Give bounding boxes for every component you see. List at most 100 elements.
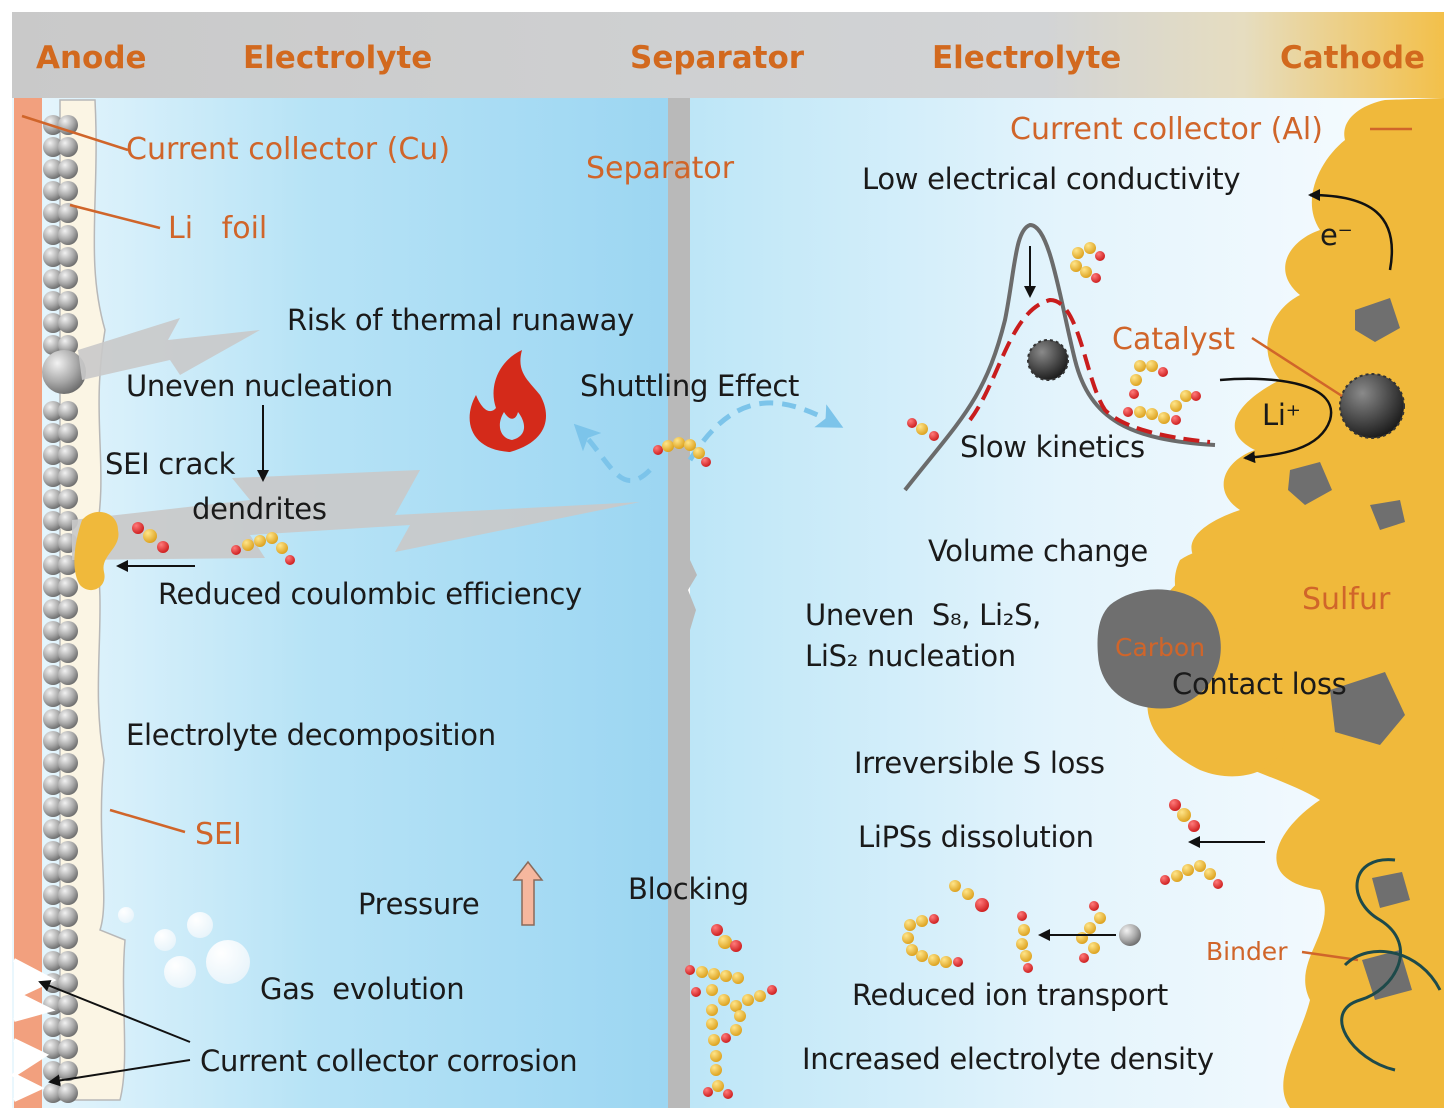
leader-line — [1301, 950, 1359, 962]
polysulfide-molecule — [132, 522, 169, 553]
header-electrolyte-left: Electrolyte — [243, 40, 432, 76]
lithium-particle — [43, 137, 63, 157]
shuttle-arrow — [573, 423, 652, 484]
label-reduced-coulombic-efficiency: Reduced coulombic efficiency — [158, 577, 582, 611]
lithium-particle — [43, 665, 63, 685]
leader-line — [109, 808, 186, 834]
lithium-particle — [58, 577, 78, 597]
carbon-particle — [1097, 589, 1221, 709]
label-shuttling-effect: Shuttling Effect — [580, 369, 799, 403]
lithium-particle — [58, 401, 78, 421]
label-uneven-s8-line2: LiS₂ nucleation — [805, 639, 1016, 673]
leader-line — [69, 203, 161, 230]
lithium-particle — [58, 489, 78, 509]
lithium-particle — [58, 291, 78, 311]
lithium-particle — [43, 797, 63, 817]
lithium-particle — [43, 181, 63, 201]
carbon-particle — [1288, 462, 1332, 505]
catalyzed-barrier-curve — [968, 297, 1211, 444]
energy-barrier-curve — [903, 222, 1216, 492]
flame-icon — [469, 350, 547, 452]
lithium-particle — [43, 533, 63, 553]
label-electrolyte-decomposition: Electrolyte decomposition — [126, 718, 496, 752]
lithium-particle — [58, 1017, 78, 1037]
lithium-particle — [58, 247, 78, 267]
polysulfide-molecule — [1016, 911, 1033, 973]
lithium-particle — [58, 995, 78, 1015]
polysulfide-molecule — [1076, 901, 1106, 963]
lithium-particle — [58, 885, 78, 905]
lithium-ion-loop-arrow — [1219, 377, 1333, 464]
lithium-particle — [58, 203, 78, 223]
label-gas-evolution: Gas evolution — [260, 972, 464, 1006]
lithium-particle — [43, 445, 63, 465]
lithium-particle — [58, 951, 78, 971]
lithium-particle — [43, 225, 63, 245]
label-sei: SEI — [195, 817, 242, 852]
lithium-particle — [43, 929, 63, 949]
lithium-particle — [58, 775, 78, 795]
label-sei-crack: SEI crack — [105, 447, 236, 481]
lithium-particle — [58, 1039, 78, 1059]
label-separator: Separator — [586, 151, 735, 186]
lithium-particle — [43, 577, 63, 597]
polysulfide-molecule — [1123, 360, 1201, 425]
lithium-particle — [43, 1017, 63, 1037]
polysulfide-molecule — [902, 880, 989, 968]
lithium-particle — [58, 313, 78, 333]
label-thermal-runaway: Risk of thermal runaway — [287, 303, 634, 337]
lithium-particle — [43, 775, 63, 795]
lithium-particle — [43, 467, 63, 487]
lithium-particle — [43, 247, 63, 267]
lithium-particle — [58, 621, 78, 641]
label-carbon: Carbon — [1115, 633, 1205, 662]
lithium-particle — [43, 621, 63, 641]
polysulfide-molecule — [1070, 242, 1105, 283]
label-volume-change: Volume change — [928, 534, 1148, 568]
label-li-foil: Li foil — [168, 211, 267, 246]
lithium-particle — [58, 907, 78, 927]
lithium-particle — [58, 1083, 78, 1103]
label-dendrites: dendrites — [192, 492, 327, 526]
lithium-particle — [58, 709, 78, 729]
shuttle-arrow — [687, 400, 844, 462]
header-separator: Separator — [630, 40, 805, 76]
lithium-particle — [58, 687, 78, 707]
label-sulfur: Sulfur — [1302, 582, 1391, 617]
corrosion-marks — [9, 958, 57, 1102]
lithium-particle — [43, 687, 63, 707]
lithium-particle — [58, 1061, 78, 1081]
lithium-particle — [58, 929, 78, 949]
large-lithium-particle — [42, 350, 86, 394]
lithium-particle — [58, 225, 78, 245]
gas-bubbles — [118, 907, 250, 988]
lithium-particle — [58, 269, 78, 289]
lithium-particle — [58, 445, 78, 465]
lithium-ion-sphere — [1119, 924, 1141, 946]
lithium-particle — [43, 159, 63, 179]
lithium-particle — [58, 753, 78, 773]
label-electron: e⁻ — [1320, 218, 1353, 252]
blocking-polysulfide-cluster — [685, 924, 777, 1099]
label-catalyst: Catalyst — [1112, 322, 1235, 357]
lithium-particle — [43, 291, 63, 311]
polysulfide-molecule — [1169, 799, 1200, 832]
cathode-sulfur-body — [1139, 98, 1444, 1108]
pressure-arrow-icon — [512, 860, 544, 926]
lithium-particle — [43, 511, 63, 531]
lithium-particle — [43, 731, 63, 751]
lithium-particle — [43, 709, 63, 729]
lithium-particle — [58, 137, 78, 157]
carbon-particle — [1372, 872, 1410, 908]
carbon-particle — [1370, 500, 1405, 530]
label-low-electrical-conductivity: Low electrical conductivity — [862, 162, 1240, 196]
header-cathode: Cathode — [1280, 40, 1425, 76]
lithium-particle — [43, 599, 63, 619]
lithium-particle — [58, 731, 78, 751]
header-bar — [12, 12, 1444, 98]
label-uneven-s8-line1: Uneven S₈, Li₂S, — [805, 598, 1041, 632]
lithium-particle — [43, 269, 63, 289]
lithium-particle — [58, 555, 78, 575]
lithium-particle — [58, 467, 78, 487]
